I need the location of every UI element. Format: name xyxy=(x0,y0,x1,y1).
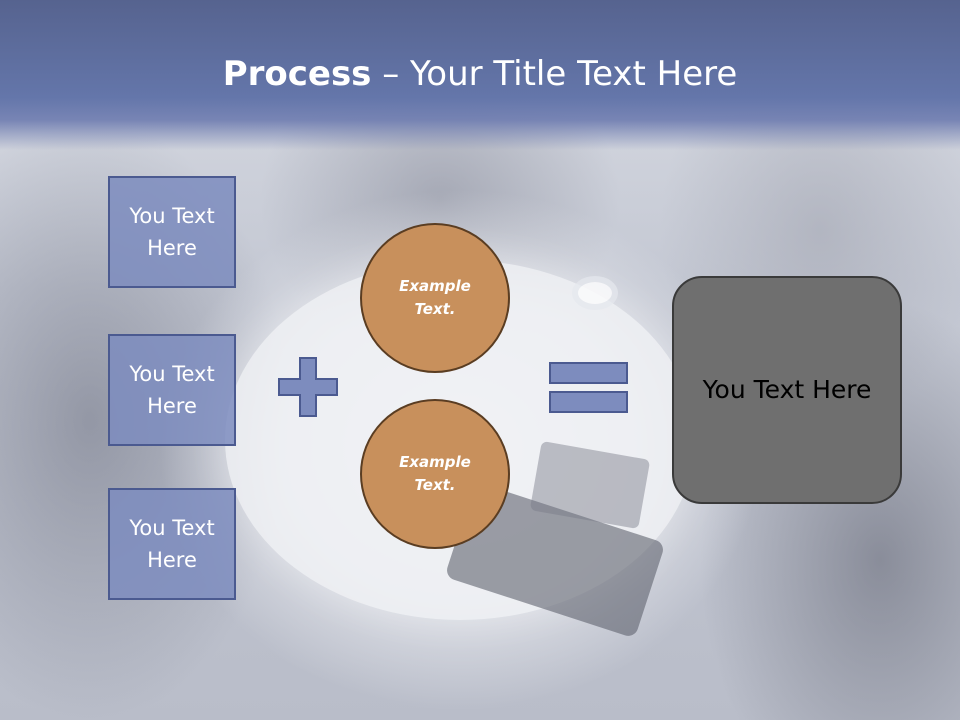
title-rest: – Your Title Text Here xyxy=(371,54,738,94)
example-circle-2[interactable]: Example Text. xyxy=(360,399,510,549)
input-box-label: You Text Here xyxy=(129,516,215,572)
example-circle-1[interactable]: Example Text. xyxy=(360,223,510,373)
input-box-label: You Text Here xyxy=(129,362,215,418)
input-box-1[interactable]: You Text Here xyxy=(108,176,236,288)
input-box-label: You Text Here xyxy=(129,204,215,260)
title-bar xyxy=(0,0,960,150)
result-box[interactable]: You Text Here xyxy=(672,276,902,504)
result-label: You Text Here xyxy=(702,375,872,404)
circle-label: Example Text. xyxy=(399,453,471,494)
background-cup xyxy=(578,282,612,304)
slide-title: Process – Your Title Text Here xyxy=(0,52,960,96)
plus-icon xyxy=(278,357,338,417)
input-box-3[interactable]: You Text Here xyxy=(108,488,236,600)
circle-label: Example Text. xyxy=(399,277,471,318)
equals-icon xyxy=(549,362,628,413)
input-box-2[interactable]: You Text Here xyxy=(108,334,236,446)
title-bold: Process xyxy=(222,54,372,94)
